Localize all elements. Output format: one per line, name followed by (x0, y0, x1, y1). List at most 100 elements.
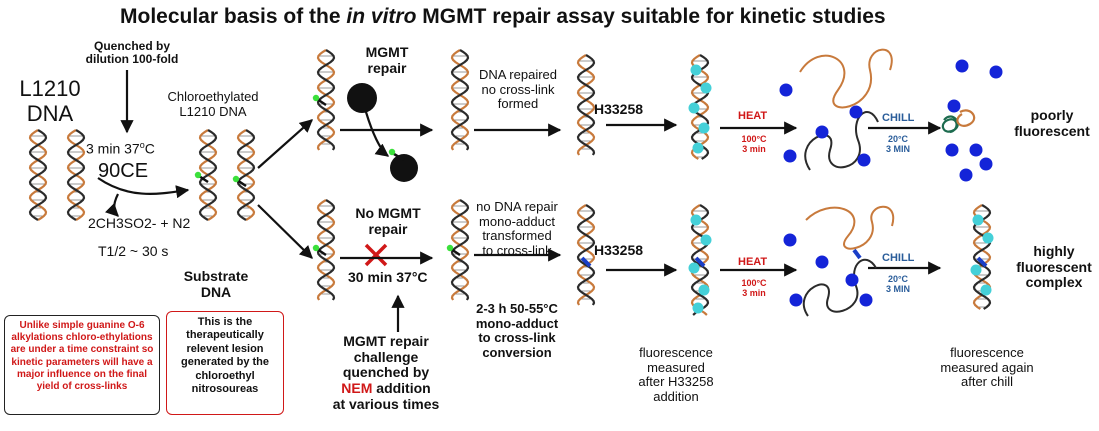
collapsed-ssdna (941, 115, 959, 134)
dna-helix (970, 204, 994, 310)
dna-helix (28, 129, 48, 221)
drug-label: 90CE (98, 160, 149, 182)
conversion-label: 2-3 h 50-55°C mono-adduct to cross-link … (462, 301, 572, 360)
adduct-link (198, 174, 209, 184)
title-italic: in vitro (346, 5, 417, 28)
measured1-line-3: after H33258 (638, 374, 714, 390)
no-repair-line-2: mono-adduct (479, 213, 555, 229)
challenge-line-1: MGMT repair (343, 333, 429, 349)
measured1-line-1: fluorescence (639, 345, 713, 360)
no-mgmt-line-1: No MGMT (355, 205, 421, 221)
challenge-line-5: at various times (332, 395, 440, 412)
chill-temp-bottom: 20°C (887, 274, 909, 284)
free-dye (969, 143, 983, 157)
mgmt-protein-inactivated (390, 154, 418, 182)
substrate-label: Substrate DNA (176, 268, 256, 300)
free-dye (859, 293, 873, 307)
substrate-line-1: Substrate (183, 268, 249, 284)
incubation-unit: C (144, 140, 155, 157)
challenge-line-2: challenge (353, 348, 419, 365)
page-title: Molecular basis of the in vitro MGMT rep… (120, 5, 886, 29)
dye-molecule (692, 302, 704, 314)
dye-molecule (692, 142, 704, 154)
ssdna-orange (799, 48, 893, 109)
measured1-line-4: addition (653, 388, 699, 404)
challenge-label: MGMT repair challenge quenched by NEM ad… (316, 333, 456, 412)
no-repair-line-3: transformed (482, 228, 552, 244)
result-top-line-2: fluorescent (1014, 122, 1090, 139)
free-dye (959, 168, 973, 182)
adduct-link (316, 97, 327, 107)
dna-strand-dark (66, 129, 86, 221)
title-post: MGMT repair assay suitable for kinetic s… (416, 5, 886, 28)
title-pre: Molecular basis of the (120, 5, 347, 28)
dna-helix (312, 199, 336, 301)
dye-label-top: H33258 (594, 101, 644, 117)
dna-helix (576, 204, 596, 306)
cross-link (852, 248, 862, 260)
incubation-label: 3 min 37oC (86, 140, 155, 157)
cross-link (694, 256, 706, 268)
measured-label-1: fluorescence measured after H33258 addit… (626, 345, 726, 404)
dna-helix (66, 129, 86, 221)
repaired-line-2: no cross-link (481, 81, 555, 97)
free-dye (857, 153, 871, 167)
chloroethyl-adduct (446, 244, 454, 252)
ssdna-dark (802, 258, 877, 317)
transferred-adduct (388, 148, 396, 156)
heat-time-bottom: 3 min (742, 288, 766, 299)
transferred-adduct-link (393, 152, 405, 162)
free-dye (815, 255, 829, 269)
dye-label-bottom: H33258 (594, 242, 644, 258)
dye-molecule (690, 214, 702, 226)
cross-link (976, 256, 988, 268)
reaction-arrow (97, 177, 190, 199)
nem-label: NEM (341, 380, 373, 397)
result-top-line-1: poorly (1030, 107, 1074, 123)
adduct-link (236, 178, 247, 188)
l1210-label: L1210 DNA (18, 76, 82, 127)
dna-strand-dark (198, 129, 218, 221)
dna-strand-orange (316, 49, 336, 151)
dye-molecule (970, 264, 982, 276)
dna-helix (688, 54, 712, 160)
repaired-label: DNA repaired no cross-link formed (468, 67, 568, 112)
measured1-line-2: measured (647, 359, 705, 375)
measured2-line-1: fluorescence (950, 345, 1024, 360)
mgmt-protein (347, 83, 377, 113)
heat-temp-top: 100°C (741, 134, 767, 144)
repaired-line-3: formed (497, 96, 539, 112)
measured2-line-2: measured again (940, 359, 1034, 375)
incubation-text: 3 min 37 (86, 140, 140, 157)
free-dye (945, 143, 959, 157)
result-top: poorly fluorescent (1010, 107, 1094, 139)
free-dye (845, 273, 859, 287)
quenched-line-2: dilution 100-fold (85, 52, 179, 67)
dye-molecule (700, 82, 712, 94)
byproduct-arrow (104, 193, 119, 217)
dna-strand-orange (690, 204, 710, 316)
dna-strand-dark (236, 129, 256, 221)
dye-molecule (688, 102, 700, 114)
dna-helix (576, 54, 596, 156)
free-dye (779, 83, 793, 97)
free-dye (947, 99, 961, 113)
dna-strand-dark (576, 54, 596, 156)
free-dye (789, 293, 803, 307)
dye-molecule (980, 284, 992, 296)
heat-label-bottom: HEAT (738, 256, 768, 268)
l1210-line-1: L1210 (19, 76, 81, 101)
conversion-line-1: 2-3 h 50-55°C (476, 301, 558, 316)
conversion-line-3: to cross-link (478, 330, 556, 346)
mgmt-line-1: MGMT (365, 44, 409, 60)
dye-molecule (700, 234, 712, 246)
dna-strand-orange (450, 49, 470, 151)
challenge-line-4: NEM addition (316, 380, 456, 397)
dye-molecule (972, 214, 984, 226)
dna-helix (450, 49, 470, 151)
no-repair-label: no DNA repair mono-adduct transformed to… (462, 199, 572, 258)
no-repair-line-1: no DNA repair (476, 199, 558, 214)
chill-label-top: CHILL (882, 112, 915, 124)
chloroethyl-adduct (312, 244, 320, 252)
